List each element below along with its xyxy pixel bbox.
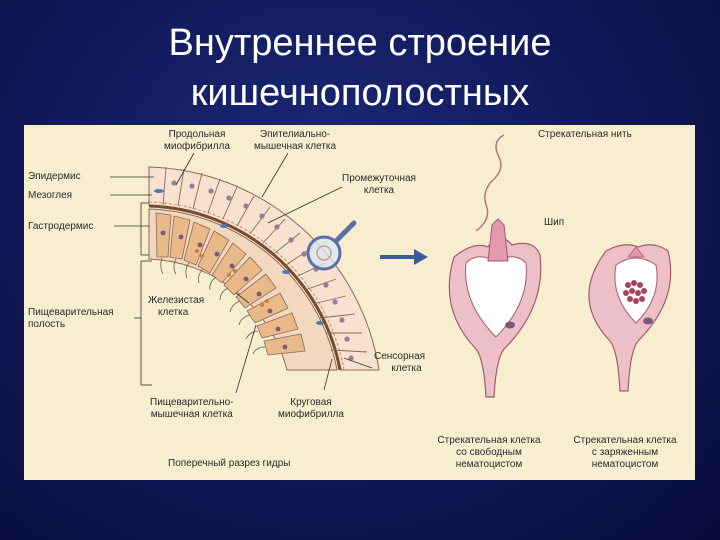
- title-line-1: Внутреннее строение: [168, 22, 552, 64]
- label-gastrodermis: Гастродермис: [28, 221, 94, 232]
- label-digestive-muscle-cell: Пищеварительно-мышечная клетка: [150, 397, 234, 420]
- hydra-wall-section: [148, 166, 380, 371]
- diagram-drawing: [110, 134, 672, 398]
- stinging-cell-free: [448, 134, 542, 398]
- magnifier-icon: [306, 220, 357, 271]
- stinging-cell-charged: [588, 244, 672, 392]
- right-arrow-icon: [380, 249, 428, 265]
- label-spike: Шип: [544, 217, 565, 228]
- leader-lines: [110, 152, 373, 394]
- label-stinging-thread: Стрекательная нить: [538, 129, 632, 140]
- label-epithelial-muscle-cell: Эпителиально-мышечная клетка: [254, 129, 337, 152]
- title-line-2: кишечнополостных: [190, 72, 530, 114]
- label-mesoglea: Мезоглея: [28, 190, 73, 201]
- slide-title: Внутреннее строение кишечнополостных: [0, 18, 720, 118]
- label-cross-section: Поперечный разрез гидры: [168, 458, 291, 469]
- label-epidermis: Эпидермис: [28, 171, 81, 182]
